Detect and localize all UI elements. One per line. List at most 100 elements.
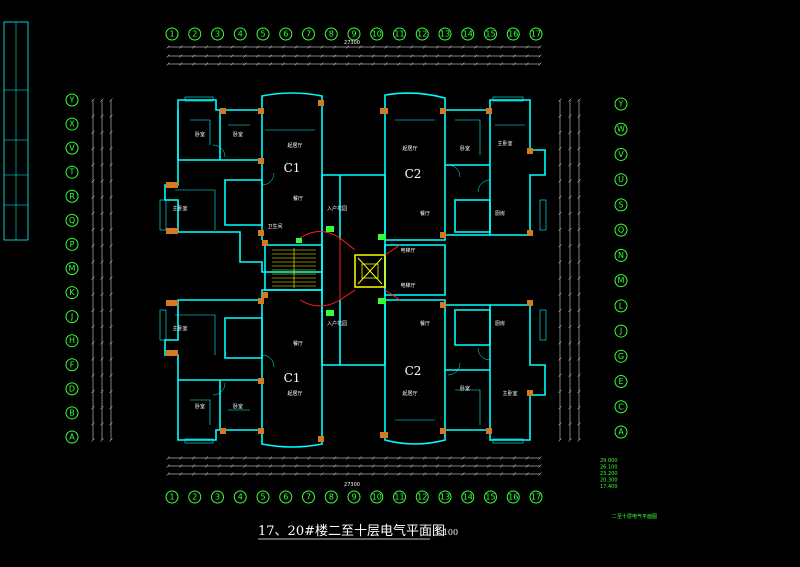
side-note: 二至十层电气平面图: [612, 513, 657, 520]
elevator-shaft: [354, 254, 386, 288]
level-value: 26.100: [600, 465, 618, 471]
right-axis-M: M: [614, 274, 628, 288]
bottom-total-dimension: 27300: [344, 482, 360, 488]
room-label-living-lower: 起居厅: [287, 391, 302, 397]
svg-text:Q: Q: [618, 226, 624, 235]
dimension-lines: [92, 46, 580, 475]
room-label-bedroom-lower-2: 卧室: [233, 403, 243, 410]
level-value: 29.000: [600, 458, 618, 464]
left-axis-Y: Y: [65, 93, 79, 107]
right-axis-J: J: [614, 324, 628, 338]
level-value: 17.400: [600, 484, 618, 490]
svg-text:14: 14: [463, 30, 473, 39]
left-axis-P: P: [65, 237, 79, 251]
bottom-axis-1: 1: [165, 490, 179, 504]
windows: [159, 96, 547, 444]
svg-text:U: U: [618, 175, 624, 184]
dimension-ticks: [91, 45, 581, 476]
room-label-bedroom-lower: 卧室: [195, 403, 205, 410]
svg-text:Y: Y: [618, 100, 624, 109]
svg-text:15: 15: [485, 493, 495, 502]
svg-text:6: 6: [283, 30, 288, 39]
bottom-axis-15: 15: [484, 490, 497, 504]
left-axis-R: R: [65, 189, 79, 203]
top-axis-9: 9: [347, 27, 361, 41]
room-label-master: 主卧室: [172, 205, 187, 212]
svg-text:5: 5: [260, 493, 265, 502]
svg-text:V: V: [618, 150, 624, 159]
svg-text:K: K: [69, 288, 75, 297]
room-label-kitchen-c2: 厨房: [495, 210, 505, 217]
svg-text:A: A: [618, 428, 624, 437]
svg-text:7: 7: [306, 30, 311, 39]
svg-text:15: 15: [485, 30, 495, 39]
svg-text:Q: Q: [69, 216, 75, 225]
top-axis-16: 16: [506, 27, 520, 41]
room-label-entry-lower: 入户花园: [327, 320, 347, 327]
bottom-axis-16: 16: [506, 490, 520, 504]
unit-label-c2-upper: C2: [405, 167, 422, 181]
drawing-scale: 1:100: [435, 528, 458, 537]
svg-text:H: H: [69, 336, 75, 345]
building-walls: [164, 92, 546, 448]
svg-text:14: 14: [463, 493, 473, 502]
room-label-bedroom-c2: 卧室: [460, 145, 470, 152]
room-label-dining-lower: 餐厅: [293, 340, 303, 347]
svg-text:12: 12: [417, 493, 427, 502]
svg-text:J: J: [70, 312, 73, 321]
svg-text:3: 3: [215, 493, 220, 502]
left-axis-T: T: [65, 165, 79, 179]
bottom-axis-5: 5: [256, 490, 270, 504]
svg-text:T: T: [69, 168, 75, 177]
svg-text:5: 5: [260, 30, 265, 39]
drawing-title: 17、20#楼二至十层电气平面图: [258, 523, 445, 539]
bottom-axis-17: 17: [529, 490, 543, 504]
left-axis-F: F: [65, 358, 79, 372]
svg-text:9: 9: [351, 493, 356, 502]
svg-text:13: 13: [440, 30, 450, 39]
structural-columns: [166, 100, 533, 442]
svg-text:M: M: [69, 264, 76, 273]
bottom-axis-13: 13: [438, 490, 452, 504]
svg-text:17: 17: [531, 493, 541, 502]
room-label-dining: 餐厅: [293, 195, 303, 202]
top-axis-1: 1: [165, 27, 179, 41]
svg-text:A: A: [69, 433, 75, 442]
svg-text:8: 8: [329, 30, 334, 39]
svg-text:8: 8: [329, 493, 334, 502]
bottom-axis-9: 9: [347, 490, 361, 504]
svg-text:D: D: [69, 384, 75, 393]
bottom-axis-11: 11: [393, 490, 406, 504]
top-axis-4: 4: [233, 27, 247, 41]
room-label-bedroom: 卧室: [195, 131, 205, 138]
svg-text:4: 4: [238, 493, 243, 502]
bottom-axis-2: 2: [188, 490, 202, 504]
svg-text:E: E: [618, 377, 623, 386]
svg-text:C: C: [618, 402, 624, 411]
svg-text:L: L: [619, 301, 624, 310]
svg-text:X: X: [69, 120, 75, 129]
svg-text:13: 13: [440, 493, 450, 502]
left-axis-V: V: [65, 141, 79, 155]
top-axis-8: 8: [324, 27, 338, 41]
svg-text:2: 2: [192, 493, 197, 502]
left-axis-H: H: [65, 334, 79, 348]
right-axis-A: A: [614, 425, 628, 439]
svg-text:R: R: [69, 192, 75, 201]
svg-text:1: 1: [169, 493, 174, 502]
svg-text:3: 3: [215, 30, 220, 39]
svg-text:6: 6: [283, 493, 288, 502]
room-labels: 卧室 卧室 起居厅 主卧室 餐厅 卫生间 入户花园 起居厅 卧室 主卧室 餐厅 …: [172, 131, 517, 410]
room-label-bedroom-c2-lower: 卧室: [460, 385, 470, 392]
room-label-master-c2-lower: 主卧室: [502, 390, 517, 397]
left-axis-M: M: [65, 262, 79, 275]
svg-text:G: G: [618, 352, 624, 361]
bottom-axis-8: 8: [324, 490, 338, 504]
door-swings: [212, 144, 491, 396]
left-axis-K: K: [65, 286, 79, 300]
room-partitions: [175, 119, 525, 425]
svg-text:M: M: [618, 276, 625, 285]
room-label-living-c2: 起居厅: [402, 146, 417, 152]
